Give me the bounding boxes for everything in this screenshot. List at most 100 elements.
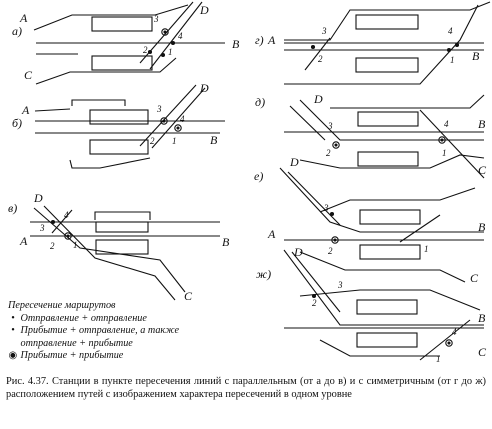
direction-label-d: D <box>199 3 209 17</box>
legend-item: • Отправление + отправление <box>8 313 258 326</box>
direction-label-a: A <box>21 103 30 117</box>
track <box>287 171 341 226</box>
crossing-point <box>311 293 317 299</box>
track <box>149 1 203 70</box>
platform <box>357 111 419 127</box>
legend-item-text: Прибытие + прибытие <box>20 350 124 362</box>
legend-item: ◉ Прибытие + прибытие <box>8 350 258 363</box>
direction-label-b: B <box>478 311 486 325</box>
panel-label: ж) <box>256 267 271 281</box>
crossing-number-1: 1 <box>168 47 173 57</box>
platform <box>89 139 149 155</box>
direction-label-a: A <box>19 11 28 25</box>
crossing-number-1: 1 <box>424 244 429 254</box>
crossing-number-3: 3 <box>327 121 333 131</box>
legend-item: отправление + прибытие <box>8 338 258 351</box>
panel-label: д) <box>255 95 265 109</box>
panel-label: в) <box>8 201 17 215</box>
crossing-point <box>170 40 176 46</box>
crossing-number-1: 1 <box>172 136 177 146</box>
direction-label-d: D <box>293 245 303 259</box>
crossing-point <box>147 49 153 55</box>
crossing-number-3: 3 <box>321 26 327 36</box>
crossing-number-2: 2 <box>312 298 317 308</box>
crossing-arrival-arrival <box>438 136 446 144</box>
crossing-arrival-arrival <box>160 117 168 125</box>
panel-zh <box>283 249 484 361</box>
bracket <box>94 211 151 220</box>
crossing-arrival-arrival <box>161 28 169 36</box>
direction-label-d: D <box>33 191 43 205</box>
track <box>419 109 485 179</box>
track <box>33 207 186 293</box>
panel-label: б) <box>12 116 22 130</box>
crossing-point <box>160 52 166 58</box>
crossing-number-1: 1 <box>450 55 455 65</box>
crossing-number-4: 4 <box>180 114 185 124</box>
legend-item-text: Прибытие + отправление, а также <box>20 325 180 337</box>
crossing-number-2: 2 <box>150 136 155 146</box>
platform <box>356 332 418 348</box>
platform <box>356 299 418 315</box>
crossing-point <box>334 143 338 147</box>
crossing-number-3: 3 <box>337 280 343 290</box>
direction-label-b: B <box>232 37 240 51</box>
crossing-number-1: 1 <box>436 354 441 364</box>
legend-item-text: Отправление + отправление <box>20 312 147 324</box>
crossing-point <box>440 138 444 142</box>
panel-label: г) <box>255 33 264 47</box>
crossing-arrival-arrival <box>64 232 72 240</box>
crossing-number-3: 3 <box>156 104 162 114</box>
crossing-point <box>310 44 316 50</box>
legend-item: • Прибытие + отправление, а также <box>8 325 258 338</box>
direction-label-c: C <box>470 271 479 285</box>
crossing-number-1: 1 <box>442 148 447 158</box>
track <box>330 94 485 109</box>
crossing-arrival-arrival <box>331 236 339 244</box>
crossing-point <box>176 126 180 130</box>
crossing-number-2: 2 <box>328 246 333 256</box>
track <box>34 108 71 112</box>
crossing-number-4: 4 <box>64 210 69 220</box>
platform <box>89 109 149 125</box>
crossing-point <box>447 341 451 345</box>
panel-a <box>33 1 225 85</box>
crossing-arrival-arrival <box>445 339 453 347</box>
track <box>399 214 441 243</box>
crossing-number-2: 2 <box>326 148 331 158</box>
track <box>319 339 440 357</box>
direction-label-b: B <box>210 133 218 147</box>
crossing-number-3: 3 <box>153 14 159 24</box>
platform <box>91 55 153 71</box>
direction-label-b: B <box>478 117 486 131</box>
track <box>299 154 485 169</box>
direction-label-a: A <box>19 234 28 248</box>
bracket <box>71 99 126 106</box>
track <box>299 251 466 283</box>
direction-label-c: C <box>478 163 487 177</box>
crossing-point <box>66 234 70 238</box>
direction-label-a: A <box>267 33 276 47</box>
track <box>299 289 481 311</box>
legend-item-text: отправление + прибытие <box>20 337 133 349</box>
crossing-number-4: 4 <box>178 31 183 41</box>
track <box>304 37 331 71</box>
dot-icon: • <box>11 312 15 324</box>
track <box>299 99 484 141</box>
direction-label-a: A <box>267 227 276 241</box>
crossing-number-4: 4 <box>444 119 449 129</box>
crossing-number-4: 4 <box>452 327 457 337</box>
legend: Пересечение маршрутов • Отправление + от… <box>8 300 258 363</box>
direction-label-c: C <box>184 289 193 303</box>
direction-label-b: B <box>472 49 480 63</box>
panel-v <box>30 205 220 301</box>
crossing-point <box>454 42 460 48</box>
track <box>284 1 491 41</box>
platform <box>359 209 421 225</box>
panel-e <box>279 167 484 283</box>
figure-caption: Рис. 4.37. Станции в пункте пересечения … <box>6 376 486 400</box>
panel-g <box>284 1 491 85</box>
platform <box>357 151 419 167</box>
crossing-arrival-arrival <box>174 124 182 132</box>
